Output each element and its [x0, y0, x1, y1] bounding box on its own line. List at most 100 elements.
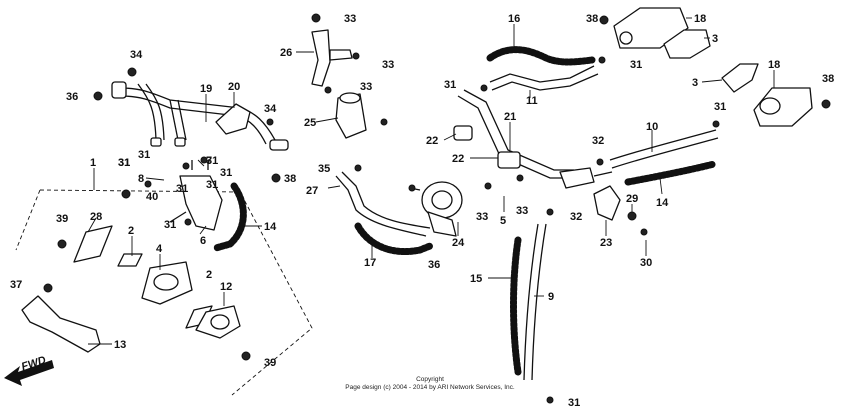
label-31d: 31 [220, 167, 232, 179]
label-8: 8 [138, 173, 144, 185]
fuel-valve-assembly [169, 160, 223, 231]
hose-14-left [212, 182, 247, 252]
label-18a: 18 [694, 13, 706, 25]
label-1: 1 [90, 157, 96, 169]
fuel-line-11-inner [491, 73, 599, 91]
label-28: 28 [90, 211, 102, 223]
part-labels: 1 2 2 3 3 4 5 6 7 8 9 10 11 12 13 14 14 … [10, 13, 834, 409]
connector-22-b [497, 151, 521, 169]
label-20: 20 [228, 81, 240, 93]
label-27: 27 [306, 185, 318, 197]
label-16: 16 [508, 13, 520, 25]
label-39b: 39 [264, 357, 276, 369]
fuel-line-21-inner [463, 89, 574, 171]
label-22a: 22 [426, 135, 438, 147]
label-35: 35 [318, 163, 330, 175]
hose-14-right [624, 160, 718, 186]
fasteners [43, 13, 831, 404]
bracket-20 [215, 103, 251, 135]
label-40: 40 [146, 191, 158, 203]
label-3a: 3 [712, 33, 718, 45]
label-13: 13 [114, 339, 126, 351]
assembly-boundary-1 [15, 189, 313, 396]
label-39a: 39 [56, 213, 68, 225]
label-33c: 33 [360, 81, 372, 93]
label-24: 24 [452, 237, 465, 249]
label-31g: 31 [444, 79, 456, 91]
label-33a: 33 [344, 13, 356, 25]
fuel-filter-assembly-left [73, 225, 241, 339]
label-14a: 14 [264, 221, 277, 233]
hose-16 [486, 46, 596, 66]
label-22b: 22 [452, 153, 464, 165]
fuel-pipe-assembly [111, 81, 289, 151]
hose-15 [510, 236, 522, 376]
label-3b: 3 [692, 77, 698, 89]
label-31i: 31 [714, 101, 726, 113]
fuel-line-9 [531, 223, 547, 381]
label-15: 15 [470, 273, 482, 285]
label-33e: 33 [516, 205, 528, 217]
label-34a: 34 [130, 49, 143, 61]
label-31c: 31 [206, 155, 218, 167]
label-31e: 31 [176, 183, 188, 195]
fuel-line-10-inner [611, 137, 719, 169]
label-7: 7 [206, 155, 212, 167]
label-26: 26 [280, 47, 292, 59]
forward-arrow-icon [4, 360, 54, 386]
label-18b: 18 [768, 59, 780, 71]
label-32b: 32 [570, 211, 582, 223]
label-11: 11 [526, 95, 538, 107]
label-33d: 33 [476, 211, 488, 223]
fuel-line-10 [609, 129, 717, 161]
fuel-filter-18-top [613, 7, 711, 59]
tee-joint-right [559, 167, 613, 189]
label-37: 37 [10, 279, 22, 291]
label-19: 19 [200, 83, 212, 95]
label-34b: 34 [264, 103, 277, 115]
label-30: 30 [640, 257, 652, 269]
label-9: 9 [548, 291, 554, 303]
label-38b: 38 [822, 73, 834, 85]
label-23: 23 [600, 237, 612, 249]
label-21: 21 [504, 111, 516, 123]
label-31l: 31 [206, 179, 218, 191]
hose-17 [354, 222, 434, 255]
hose-27-inner [341, 171, 431, 229]
label-36a: 36 [66, 91, 78, 103]
label-31j: 31 [568, 397, 580, 409]
label-32a: 32 [592, 135, 604, 147]
label-33b: 33 [382, 59, 394, 71]
label-2b: 2 [206, 269, 212, 281]
connector-assembly-26-25 [311, 29, 367, 139]
label-2a: 2 [128, 225, 134, 237]
label-6: 6 [200, 235, 206, 247]
label-14b: 14 [656, 197, 669, 209]
leader-lines [87, 17, 775, 345]
fuel-pump-24 [409, 181, 463, 237]
valve-23 [593, 185, 621, 221]
copyright-notice: Copyright Page design (c) 2004 - 2014 by… [250, 376, 610, 392]
label-31a: 31 [138, 149, 150, 161]
label-31k: 31 [118, 157, 130, 169]
label-17: 17 [364, 257, 376, 269]
fuel-line-9-inner [523, 223, 539, 381]
label-31h: 31 [630, 59, 642, 71]
label-4: 4 [156, 243, 163, 255]
hose-27 [335, 175, 427, 237]
label-12: 12 [220, 281, 232, 293]
connector-22-a [453, 125, 473, 141]
copyright-line-1: Copyright [416, 376, 444, 383]
label-10: 10 [646, 121, 658, 133]
copyright-line-2: Page design (c) 2004 - 2014 by ARI Netwo… [345, 384, 515, 391]
gasket-3-right [721, 63, 759, 93]
label-36b: 36 [428, 259, 440, 271]
label-31b: 31 [118, 157, 130, 169]
label-5: 5 [500, 215, 506, 227]
label-29: 29 [626, 193, 638, 205]
label-31f: 31 [164, 219, 176, 231]
fuel-line-11 [489, 65, 595, 83]
label-38a: 38 [586, 13, 598, 25]
fuel-filter-18-right [753, 87, 813, 127]
